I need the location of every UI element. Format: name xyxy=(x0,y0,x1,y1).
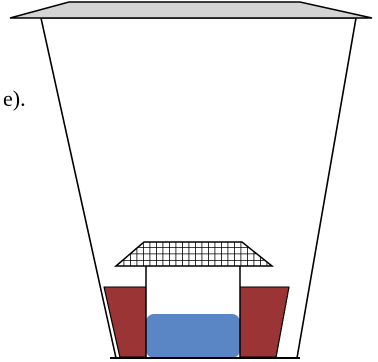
funnel-body xyxy=(40,17,357,359)
water-body xyxy=(146,314,240,358)
mesh-roof xyxy=(113,241,275,267)
sediment-left xyxy=(103,286,147,358)
lid xyxy=(9,1,373,19)
funnel-inner-right xyxy=(275,286,290,359)
sediment-right xyxy=(239,286,290,358)
closing-text-fragment: e). xyxy=(3,86,26,111)
funnel-inner-left xyxy=(103,286,121,359)
